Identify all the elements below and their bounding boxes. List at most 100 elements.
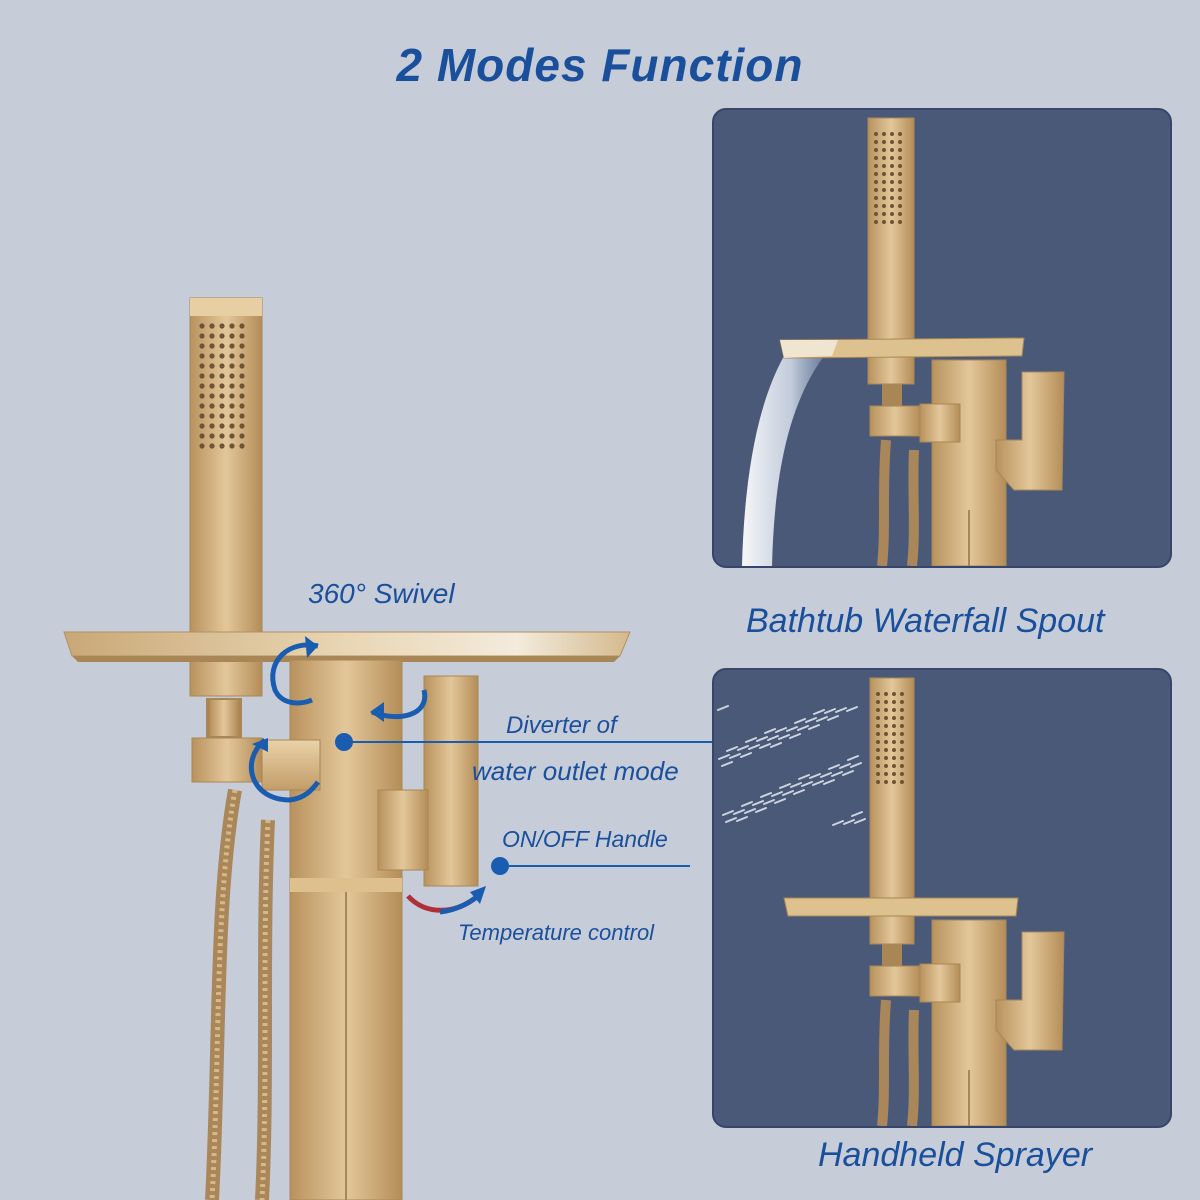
spray-streak: [824, 708, 836, 714]
nozzle-dot: [898, 132, 902, 136]
nozzle-dot: [229, 433, 235, 439]
nozzle-dot: [892, 700, 896, 704]
onoff-pointer: [491, 857, 690, 875]
spray-streak: [771, 791, 783, 797]
spray-streak: [797, 725, 809, 731]
nozzle-dot: [882, 212, 886, 216]
handheld-shower: [189, 297, 263, 697]
nozzle-dot: [209, 403, 215, 409]
nozzle-dot: [882, 148, 886, 152]
spray-streak: [847, 755, 859, 761]
nozzle-dot: [884, 732, 888, 736]
spray-streak: [816, 716, 828, 722]
spray-streak: [748, 744, 760, 750]
nozzle-dot: [876, 716, 880, 720]
nozzle-dot: [209, 323, 215, 329]
spray-streak: [820, 772, 832, 778]
spray-streak: [786, 726, 798, 732]
nozzle-dot: [874, 212, 878, 216]
nozzle-dot: [882, 188, 886, 192]
nozzle-dot: [219, 353, 225, 359]
spray-streak: [721, 761, 733, 767]
nozzle-dot: [219, 323, 225, 329]
nozzle-dot: [900, 732, 904, 736]
nozzle-dot: [882, 220, 886, 224]
nozzle-dot: [229, 343, 235, 349]
nozzle-dot: [876, 724, 880, 728]
nozzle-dot: [876, 764, 880, 768]
nozzle-dot: [229, 403, 235, 409]
spray-streak: [805, 717, 817, 723]
nozzle-dot: [229, 373, 235, 379]
spray-streak: [843, 819, 855, 825]
nozzle-dot: [209, 423, 215, 429]
nozzle-dot: [884, 772, 888, 776]
spray-streak: [854, 818, 866, 824]
nozzle-dot: [882, 204, 886, 208]
nozzle-dot: [209, 433, 215, 439]
diverter-label-line2: water outlet mode: [472, 756, 679, 786]
nozzle-dot: [876, 772, 880, 776]
nozzle-dot: [199, 333, 205, 339]
waterfall-illustration: [742, 117, 1065, 566]
nozzle-dot: [900, 764, 904, 768]
nozzle-dot: [229, 443, 235, 449]
nozzle-dot: [219, 333, 225, 339]
nozzle-dot: [209, 373, 215, 379]
nozzle-dot: [219, 423, 225, 429]
spray-streak: [770, 742, 782, 748]
nozzle-dot: [900, 700, 904, 704]
spray-streak: [827, 715, 839, 721]
spray-streak: [851, 811, 863, 817]
nozzle-dot: [874, 148, 878, 152]
nozzle-dot: [199, 403, 205, 409]
nozzle-dot: [892, 724, 896, 728]
nozzle-dot: [890, 180, 894, 184]
nozzle-dot: [882, 156, 886, 160]
spray-streak: [846, 706, 858, 712]
sprayer-illustration: [717, 677, 1065, 1126]
spray-streak: [759, 743, 771, 749]
nozzle-dot: [239, 373, 245, 379]
spray-streak: [752, 800, 764, 806]
spray-streak: [793, 789, 805, 795]
nozzle-dot: [199, 423, 205, 429]
nozzle-dot: [874, 132, 878, 136]
nozzle-dot: [239, 323, 245, 329]
nozzle-dot: [898, 140, 902, 144]
nozzle-dot: [892, 756, 896, 760]
spray-streak: [775, 727, 787, 733]
nozzle-dot: [898, 196, 902, 200]
nozzle-dot: [239, 413, 245, 419]
nozzle-dot: [229, 333, 235, 339]
nozzle-dot: [229, 413, 235, 419]
spray-streak: [736, 816, 748, 822]
spray-streak: [733, 809, 745, 815]
nozzle-dot: [239, 423, 245, 429]
nozzle-dot: [892, 708, 896, 712]
spray-streak: [774, 798, 786, 804]
nozzle-dot: [898, 156, 902, 160]
nozzle-dot: [199, 363, 205, 369]
spray-streak: [737, 745, 749, 751]
nozzle-dot: [239, 363, 245, 369]
diverter-label-line1: Diverter of: [506, 712, 617, 739]
nozzle-dot: [884, 692, 888, 696]
temperature-arrow: [406, 886, 486, 915]
spray-streak: [767, 735, 779, 741]
nozzle-dot: [884, 716, 888, 720]
nozzle-dot: [884, 700, 888, 704]
nozzle-dot: [209, 383, 215, 389]
nozzle-dot: [219, 413, 225, 419]
spray-streak: [725, 817, 737, 823]
nozzle-dot: [892, 748, 896, 752]
nozzle-dot: [229, 383, 235, 389]
spray-streak: [778, 734, 790, 740]
nozzle-dot: [219, 373, 225, 379]
spray-streak: [745, 737, 757, 743]
nozzle-dot: [884, 764, 888, 768]
nozzle-dot: [876, 700, 880, 704]
nozzle-dot: [892, 780, 896, 784]
spray-streak: [832, 820, 844, 826]
nozzle-dot: [874, 204, 878, 208]
